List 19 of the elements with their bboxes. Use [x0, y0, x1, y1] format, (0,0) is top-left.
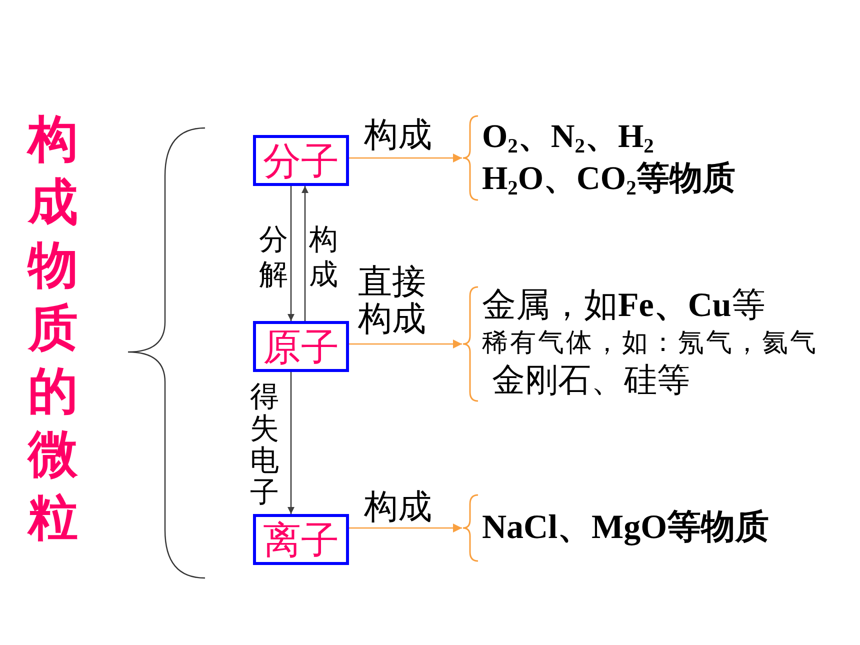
title-text: 构成物质的微粒 [28, 109, 78, 548]
arrow [349, 340, 462, 348]
arrow [288, 186, 294, 321]
arrow [302, 186, 308, 321]
node-label: 原子 [263, 328, 339, 366]
arrow [288, 372, 294, 514]
particle-box [253, 514, 349, 565]
node-text: H$_{2}$O、CO$_{2}$等物质 [482, 160, 736, 200]
node-label: 分子 [263, 142, 339, 180]
node-text: O$_{2}$、N$_{2}$、H$_{2}$ [482, 118, 654, 158]
node-text: 稀有气体，如：氖气，氦气 [482, 327, 818, 359]
node-text: 金刚石、硅等 [491, 362, 690, 401]
arrow [349, 524, 462, 532]
particle-box [253, 321, 349, 372]
node-label: 离子 [263, 520, 339, 558]
particle-box [253, 135, 349, 186]
node-text: NaCl、MgO等物质 [482, 508, 770, 548]
node-text: 金属，如Fe、Cu等 [482, 286, 766, 326]
arrow [349, 154, 462, 162]
